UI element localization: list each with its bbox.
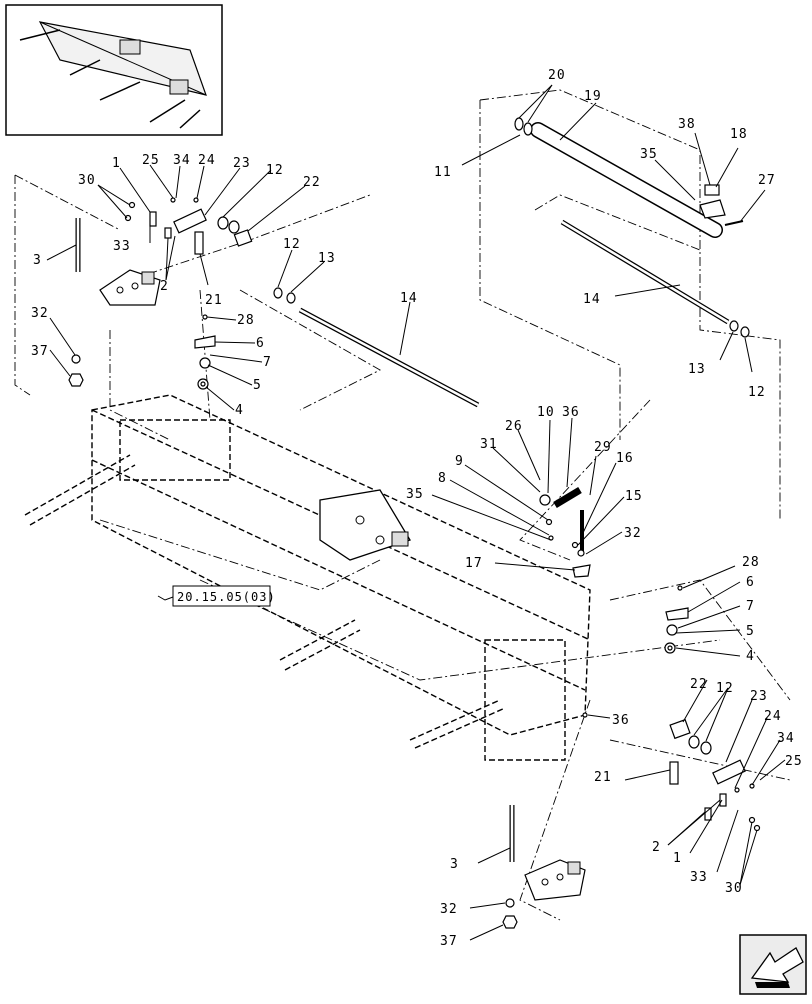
callout-27: 27 (758, 173, 776, 188)
callout-37: 37 (440, 934, 458, 949)
callout-31: 31 (480, 437, 498, 452)
callout-6: 6 (746, 575, 755, 590)
callout-7: 7 (263, 355, 272, 370)
callout-6: 6 (256, 336, 265, 351)
callout-1: 1 (673, 851, 682, 866)
callout-7: 7 (746, 599, 755, 614)
callout-28: 28 (742, 555, 760, 570)
callout-21: 21 (205, 293, 223, 308)
callout-11: 11 (434, 165, 452, 180)
callout-35: 35 (406, 487, 424, 502)
callout-32: 32 (440, 902, 458, 917)
callout-36: 36 (562, 405, 580, 420)
callout-8: 8 (438, 471, 447, 486)
center-mount-plate (319, 489, 411, 561)
callout-33: 33 (690, 870, 708, 885)
callout-34: 34 (777, 731, 795, 746)
callout-29: 29 (594, 440, 612, 455)
inset-overview (5, 4, 223, 136)
callout-34: 34 (173, 153, 191, 168)
long-rod-right (560, 219, 730, 325)
callout-32: 32 (624, 526, 642, 541)
callout-22: 22 (303, 175, 321, 190)
lower-bracket-plate (524, 859, 586, 901)
callout-23: 23 (233, 156, 251, 171)
callout-9: 9 (455, 454, 464, 469)
upper-tube (530, 122, 723, 238)
callout-16: 16 (616, 451, 634, 466)
callout-17: 17 (465, 556, 483, 571)
callout-5: 5 (253, 378, 262, 393)
callout-19: 19 (584, 89, 602, 104)
callout-30: 30 (725, 881, 743, 896)
callout-38: 38 (678, 117, 696, 132)
callout-10: 10 (537, 405, 555, 420)
callout-30: 30 (78, 173, 96, 188)
callout-12: 12 (266, 163, 284, 178)
callout-21: 21 (594, 770, 612, 785)
small-parts (68, 117, 761, 929)
callout-2: 2 (652, 840, 661, 855)
callout-25: 25 (785, 754, 803, 769)
reference-label: 20.15.05(03) (177, 590, 276, 604)
callout-4: 4 (746, 649, 755, 664)
callout-18: 18 (730, 127, 748, 142)
callout-3: 3 (33, 253, 42, 268)
callout-3: 3 (450, 857, 459, 872)
callout-12: 12 (716, 681, 734, 696)
leader-lines (46, 84, 786, 941)
callout-4: 4 (235, 403, 244, 418)
callout-13: 13 (318, 251, 336, 266)
reference-link[interactable]: 20.15.05(03) (157, 585, 276, 607)
callout-20: 20 (548, 68, 566, 83)
callout-28: 28 (237, 313, 255, 328)
callout-1: 1 (112, 156, 121, 171)
callout-33: 33 (113, 239, 131, 254)
callout-15: 15 (625, 489, 643, 504)
callout-35: 35 (640, 147, 658, 162)
callout-36: 36 (612, 713, 630, 728)
callout-labels: 20 19 11 38 18 35 27 14 13 12 30 1 25 34… (31, 68, 803, 949)
callout-13: 13 (688, 362, 706, 377)
callout-23: 23 (750, 689, 768, 704)
main-frame (24, 394, 591, 761)
callout-24: 24 (764, 709, 782, 724)
callout-26: 26 (505, 419, 523, 434)
callout-12: 12 (283, 237, 301, 252)
callout-5: 5 (746, 624, 755, 639)
navigate-arrow-icon[interactable] (739, 934, 807, 995)
long-rod-left (298, 307, 480, 408)
callout-22: 22 (690, 677, 708, 692)
callout-12: 12 (748, 385, 766, 400)
callout-32: 32 (31, 306, 49, 321)
callout-24: 24 (198, 153, 216, 168)
assembly-outlines (14, 89, 791, 921)
callout-25: 25 (142, 153, 160, 168)
short-link-rod (553, 486, 584, 555)
callout-14: 14 (400, 291, 418, 306)
callout-14: 14 (583, 292, 601, 307)
left-bracket-plate (99, 269, 161, 306)
callout-2: 2 (160, 279, 169, 294)
callout-37: 37 (31, 344, 49, 359)
